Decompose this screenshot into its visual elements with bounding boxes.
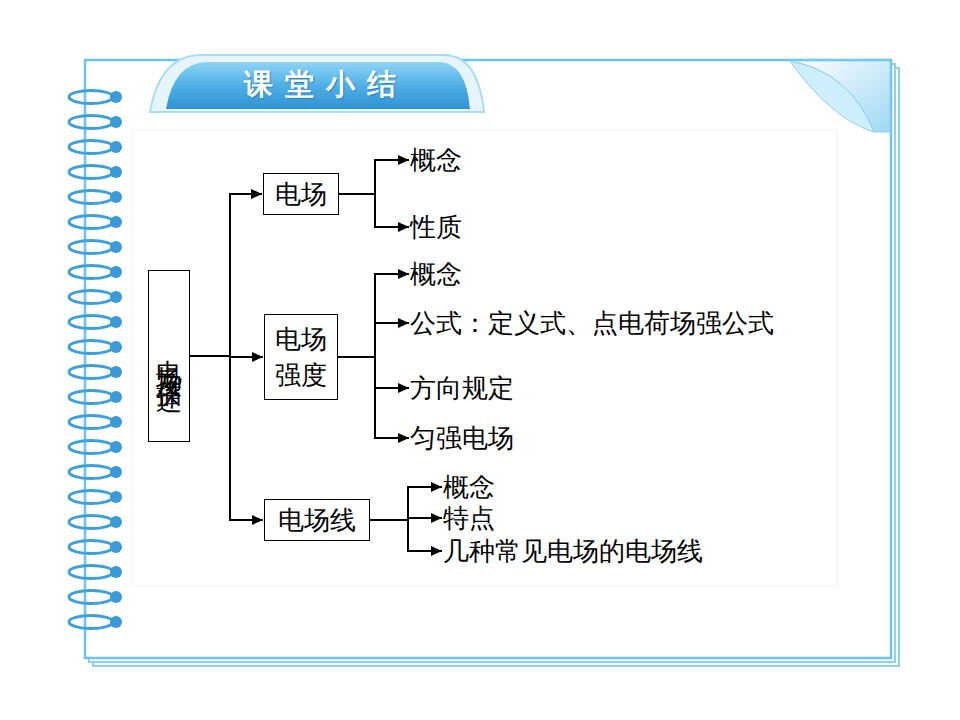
spiral-ring bbox=[69, 391, 122, 404]
spiral-ring bbox=[69, 216, 122, 229]
page-edge bbox=[93, 68, 899, 666]
spiral-ring bbox=[69, 291, 122, 304]
topic-box: 电场线 bbox=[264, 499, 370, 541]
node-text: 电场及描述 bbox=[156, 339, 182, 374]
title-tab bbox=[166, 62, 470, 109]
topic-box: 电场强度 bbox=[264, 314, 338, 400]
node-text: 概念 bbox=[410, 259, 462, 289]
topic-item: 方向规定 bbox=[410, 373, 514, 403]
node-text: 概念 bbox=[443, 472, 495, 502]
topic-item: 几种常见电场的电场线 bbox=[443, 536, 703, 566]
node-text: 性质 bbox=[410, 212, 462, 242]
topic-box: 电场 bbox=[263, 173, 339, 215]
spiral-ring bbox=[69, 316, 122, 329]
title-text: 课堂小结 bbox=[175, 62, 465, 108]
spiral-ring bbox=[69, 141, 122, 154]
spiral-ring bbox=[69, 341, 122, 354]
connector-arrow bbox=[190, 356, 263, 357]
spiral-ring bbox=[69, 441, 122, 454]
node-text: 方向规定 bbox=[410, 373, 514, 403]
connector-arrow bbox=[190, 356, 263, 520]
spiral-ring bbox=[69, 366, 122, 379]
connector-arrow bbox=[338, 274, 409, 357]
content-panel bbox=[132, 130, 837, 586]
spiral-ring bbox=[69, 566, 122, 579]
folded-corner bbox=[790, 61, 890, 132]
spiral-ring bbox=[69, 591, 122, 604]
topic-item: 特点 bbox=[443, 503, 495, 533]
spiral-ring bbox=[69, 491, 122, 504]
node-text: 电场强度 bbox=[274, 321, 327, 393]
page-edge bbox=[89, 64, 895, 662]
topic-item: 概念 bbox=[410, 259, 462, 289]
root-box: 电场及描述 bbox=[148, 270, 190, 442]
title-tab bbox=[150, 55, 484, 112]
topic-item: 公式：定义式、点电荷场强公式 bbox=[410, 308, 774, 338]
spiral-ring bbox=[69, 266, 122, 279]
node-text: 匀强电场 bbox=[410, 423, 514, 453]
node-text: 电场线 bbox=[278, 505, 356, 535]
spiral-ring bbox=[69, 516, 122, 529]
spiral-ring bbox=[69, 616, 122, 629]
connector-arrow bbox=[338, 323, 409, 357]
spiral-ring bbox=[69, 466, 122, 479]
card-border bbox=[85, 60, 891, 658]
spiral-ring bbox=[69, 166, 122, 179]
spiral-ring bbox=[69, 541, 122, 554]
spiral-ring bbox=[69, 91, 122, 104]
connector-arrow bbox=[370, 518, 442, 520]
topic-item: 匀强电场 bbox=[410, 423, 514, 453]
topic-item: 性质 bbox=[410, 212, 462, 242]
connector-arrow bbox=[338, 357, 409, 388]
connector-arrow bbox=[190, 194, 262, 356]
node-text: 电场 bbox=[275, 179, 327, 209]
topic-item: 概念 bbox=[410, 145, 462, 175]
node-text: 几种常见电场的电场线 bbox=[443, 536, 703, 566]
connector-arrow bbox=[338, 357, 409, 438]
connector-arrow bbox=[370, 520, 442, 551]
folded-corner bbox=[790, 61, 874, 132]
node-text: 公式：定义式、点电荷场强公式 bbox=[410, 308, 774, 338]
spiral-ring bbox=[69, 116, 122, 129]
node-text: 概念 bbox=[410, 145, 462, 175]
spiral-ring bbox=[69, 191, 122, 204]
spiral-ring bbox=[69, 416, 122, 429]
topic-item: 概念 bbox=[443, 472, 495, 502]
node-text: 特点 bbox=[443, 503, 495, 533]
connector-arrow bbox=[370, 487, 442, 520]
connector-arrow bbox=[339, 194, 409, 227]
connector-arrow bbox=[339, 160, 409, 194]
spiral-ring bbox=[69, 241, 122, 254]
